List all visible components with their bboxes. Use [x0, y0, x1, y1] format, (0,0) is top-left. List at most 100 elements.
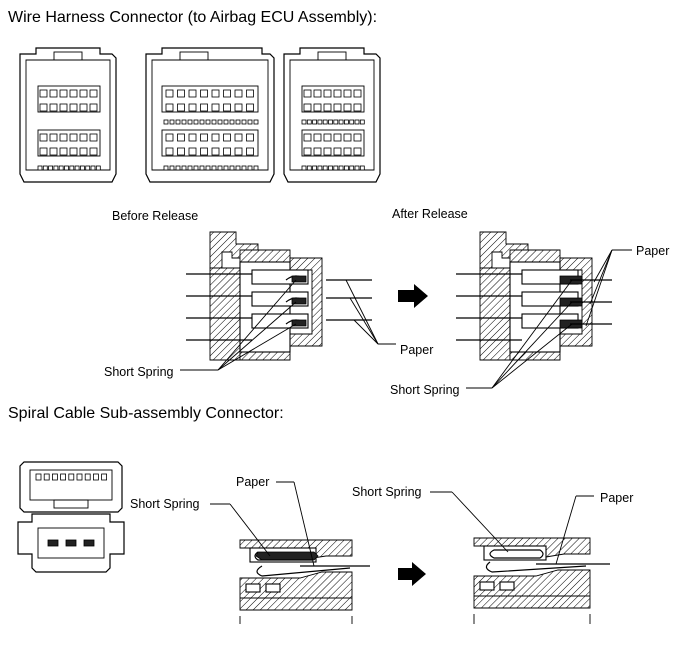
connector-pin	[246, 133, 254, 142]
connector-pin	[165, 147, 174, 156]
connector-pin	[306, 165, 312, 171]
connector-pin	[211, 133, 220, 142]
after-release-label: After Release	[392, 207, 468, 221]
connector-pin	[223, 165, 229, 171]
paper-label-spiral-before: Paper	[236, 475, 269, 489]
connector-pin	[253, 165, 259, 171]
connector-pin	[181, 119, 187, 125]
arrow-icon-spiral	[398, 562, 426, 586]
short-spring-label-after: Short Spring	[390, 383, 460, 397]
connector-pin	[211, 103, 220, 112]
connector-pin	[234, 133, 243, 142]
connector-pin	[241, 165, 247, 171]
connector-pin	[211, 119, 217, 125]
connector-pin	[246, 147, 254, 156]
connector-pin	[69, 89, 78, 98]
connector-pin-grid	[35, 89, 365, 481]
connector-pin	[333, 119, 339, 125]
connector-pin	[338, 119, 344, 125]
connector-pin	[313, 89, 322, 98]
connector-pin	[163, 165, 169, 171]
connector-pin	[312, 165, 318, 171]
connector-pin	[359, 165, 365, 171]
connector-pin	[353, 133, 362, 142]
connector-pin	[187, 165, 193, 171]
connector-pin	[49, 147, 58, 156]
connector-pin	[39, 147, 48, 156]
connector-pin	[48, 165, 53, 171]
connector-pin	[343, 133, 352, 142]
connector-pin	[312, 119, 318, 125]
connector-pin	[69, 133, 78, 142]
connector-pin	[235, 165, 241, 171]
connector-pin	[211, 89, 220, 98]
connector-pin	[89, 103, 98, 112]
connector-pin	[93, 473, 99, 481]
connector-pin	[354, 119, 360, 125]
spiral-connector-face	[17, 461, 125, 573]
connector-pin	[301, 165, 307, 171]
connector-pin	[181, 165, 187, 171]
connector-pin	[333, 133, 342, 142]
connector-pin	[95, 165, 101, 171]
wire-harness-title: Wire Harness Connector (to Airbag ECU As…	[8, 9, 377, 26]
connector-pin	[205, 165, 211, 171]
short-spring-leaders-after	[466, 279, 573, 389]
paper-label-after: Paper	[636, 244, 669, 258]
connector-pin	[199, 165, 205, 171]
connector-pin	[205, 119, 211, 125]
connector-pin	[229, 165, 235, 171]
connector-pin	[79, 147, 88, 156]
connector-pin	[211, 165, 217, 171]
connector-pin	[353, 103, 362, 112]
connector-pin	[101, 473, 107, 481]
connector-pin	[59, 133, 68, 142]
connector-pin	[211, 147, 220, 156]
connector-pin	[343, 89, 352, 98]
connector-pin	[52, 473, 58, 481]
connector-pin	[59, 103, 68, 112]
short-spring-label-spiral-after: Short Spring	[352, 485, 422, 499]
connector-pin	[323, 89, 332, 98]
connector-pin	[253, 119, 259, 125]
connector-pin	[89, 133, 98, 142]
connector-pin	[58, 165, 64, 171]
connector-pin	[49, 103, 58, 112]
connector-pin	[90, 165, 96, 171]
connector-pin	[79, 103, 88, 112]
connector-pin	[313, 103, 322, 112]
connector-pin	[343, 119, 349, 125]
connector-pin	[234, 147, 243, 156]
connector-pin	[175, 119, 181, 125]
connector-pin	[89, 89, 98, 98]
connector-pin	[175, 165, 181, 171]
connector-pin	[333, 103, 342, 112]
connector-pin	[317, 165, 323, 171]
spiral-section-before	[239, 539, 370, 624]
connector-pin	[39, 89, 48, 98]
connector-pin	[163, 119, 169, 125]
connector-pin	[200, 133, 208, 142]
connector-pin	[188, 103, 197, 112]
connector-pin	[223, 89, 231, 98]
connector-face-2	[145, 47, 275, 183]
connector-pin	[200, 103, 208, 112]
connector-pin	[343, 147, 352, 156]
short-spring-label-before: Short Spring	[104, 365, 174, 379]
before-release-label: Before Release	[112, 209, 198, 223]
connector-pin	[323, 147, 332, 156]
connector-pin	[39, 103, 48, 112]
connector-pin	[354, 165, 360, 171]
connector-pin	[165, 133, 174, 142]
connector-pin	[333, 89, 342, 98]
spiral-cable-title: Spiral Cable Sub-assembly Connector:	[8, 405, 284, 422]
connector-pin	[53, 165, 59, 171]
connector-pin	[188, 133, 197, 142]
connector-pin	[217, 119, 223, 125]
paper-strips-before	[326, 279, 396, 345]
connector-pin	[223, 119, 229, 125]
connector-pin	[313, 147, 322, 156]
connector-pin	[165, 103, 174, 112]
connector-pin	[333, 165, 339, 171]
connector-pin	[349, 119, 355, 125]
